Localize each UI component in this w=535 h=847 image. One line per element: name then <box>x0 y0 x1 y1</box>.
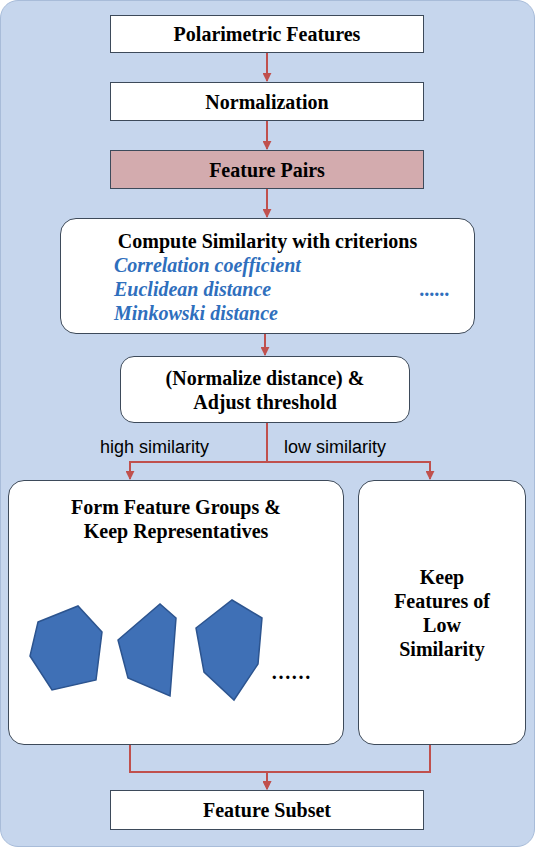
flow-arrow <box>266 53 268 81</box>
group-box: Form Feature Groups & Keep Representativ… <box>8 480 344 745</box>
edge-label: high similarity <box>98 437 211 457</box>
feature-group-shape <box>30 606 102 690</box>
feature-group-shape <box>196 600 262 700</box>
node-text: Feature Pairs <box>209 158 325 182</box>
criteria-box: Compute Similarity with criterionsCorrel… <box>60 218 475 334</box>
keep-box: Keep Features of Low Similarity <box>358 480 526 745</box>
highlight-box: Feature Pairs <box>110 150 424 189</box>
flow-arrow <box>264 334 266 355</box>
flow-arrow <box>266 121 268 149</box>
node-text: Normalization <box>205 90 328 114</box>
flow-arrow <box>130 745 267 789</box>
flow-arrow <box>267 745 430 789</box>
process-box: Normalization <box>110 82 424 121</box>
node-text: Keep Features of Low Similarity <box>388 565 496 661</box>
criterion-text: Correlation coefficient <box>114 253 301 277</box>
criterion-text: Euclidean distance <box>114 277 271 301</box>
node-text: Compute Similarity with criterions <box>118 229 417 253</box>
node-text: Polarimetric Features <box>174 22 361 46</box>
node-text: Form Feature Groups & Keep Representativ… <box>61 495 291 543</box>
flow-arrow <box>267 423 430 479</box>
edge-label: low similarity <box>282 437 388 457</box>
node-text: …… <box>271 660 311 684</box>
criterion-text: ...... <box>420 277 450 301</box>
node-text: (Normalize distance) & Adjust threshold <box>159 366 371 414</box>
feature-group-shape <box>118 604 176 696</box>
node-text: Feature Subset <box>203 798 331 822</box>
output-box: Feature Subset <box>110 790 424 830</box>
input-box: Polarimetric Features <box>110 15 424 53</box>
criterion-text: Minkowski distance <box>114 301 278 325</box>
flow-arrow <box>266 189 268 217</box>
threshold-box: (Normalize distance) & Adjust threshold <box>120 356 410 423</box>
